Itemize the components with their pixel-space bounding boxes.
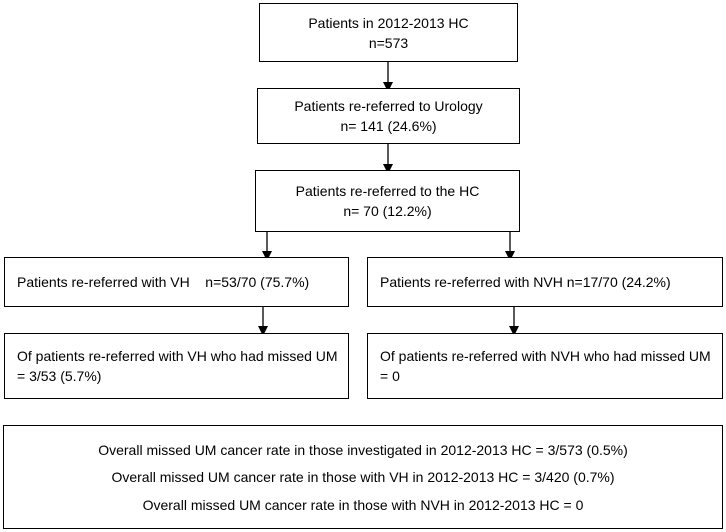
summary-box: Overall missed UM cancer rate in those i… xyxy=(3,425,723,529)
box-patients-hc-count: n=573 xyxy=(368,34,409,51)
summary-line-nvh: Overall missed UM cancer rate in those w… xyxy=(142,496,584,513)
box-vh-missed-text: Of patients re-referred with VH who had … xyxy=(17,348,338,384)
box-patients-hc: Patients in 2012-2013 HC n=573 xyxy=(259,3,518,62)
box-nvh-text: Patients re-referred with NVH n=17/70 (2… xyxy=(380,274,671,290)
box-urology-count: n= 141 (24.6%) xyxy=(340,118,437,134)
box-vh-missed: Of patients re-referred with VH who had … xyxy=(4,333,349,399)
box-urology-title: Patients re-referred to Urology xyxy=(294,98,483,114)
box-re-hc-count: n= 70 (12.2%) xyxy=(343,203,432,219)
summary-line-vh: Overall missed UM cancer rate in those w… xyxy=(111,469,615,485)
box-urology: Patients re-referred to Urology n= 141 (… xyxy=(257,88,520,144)
box-re-hc: Patients re-referred to the HC n= 70 (12… xyxy=(255,170,520,232)
box-vh: Patients re-referred with VH n=53/70 (75… xyxy=(4,257,349,307)
box-patients-hc-title: Patients in 2012-2013 HC xyxy=(308,14,469,31)
box-nvh: Patients re-referred with NVH n=17/70 (2… xyxy=(367,257,723,307)
summary-line-overall: Overall missed UM cancer rate in those i… xyxy=(98,441,628,458)
box-vh-text: Patients re-referred with VH n=53/70 (75… xyxy=(17,274,310,290)
box-nvh-missed-text: Of patients re-referred with NVH who had… xyxy=(380,348,711,384)
box-re-hc-title: Patients re-referred to the HC xyxy=(295,183,480,199)
box-nvh-missed: Of patients re-referred with NVH who had… xyxy=(367,333,723,399)
